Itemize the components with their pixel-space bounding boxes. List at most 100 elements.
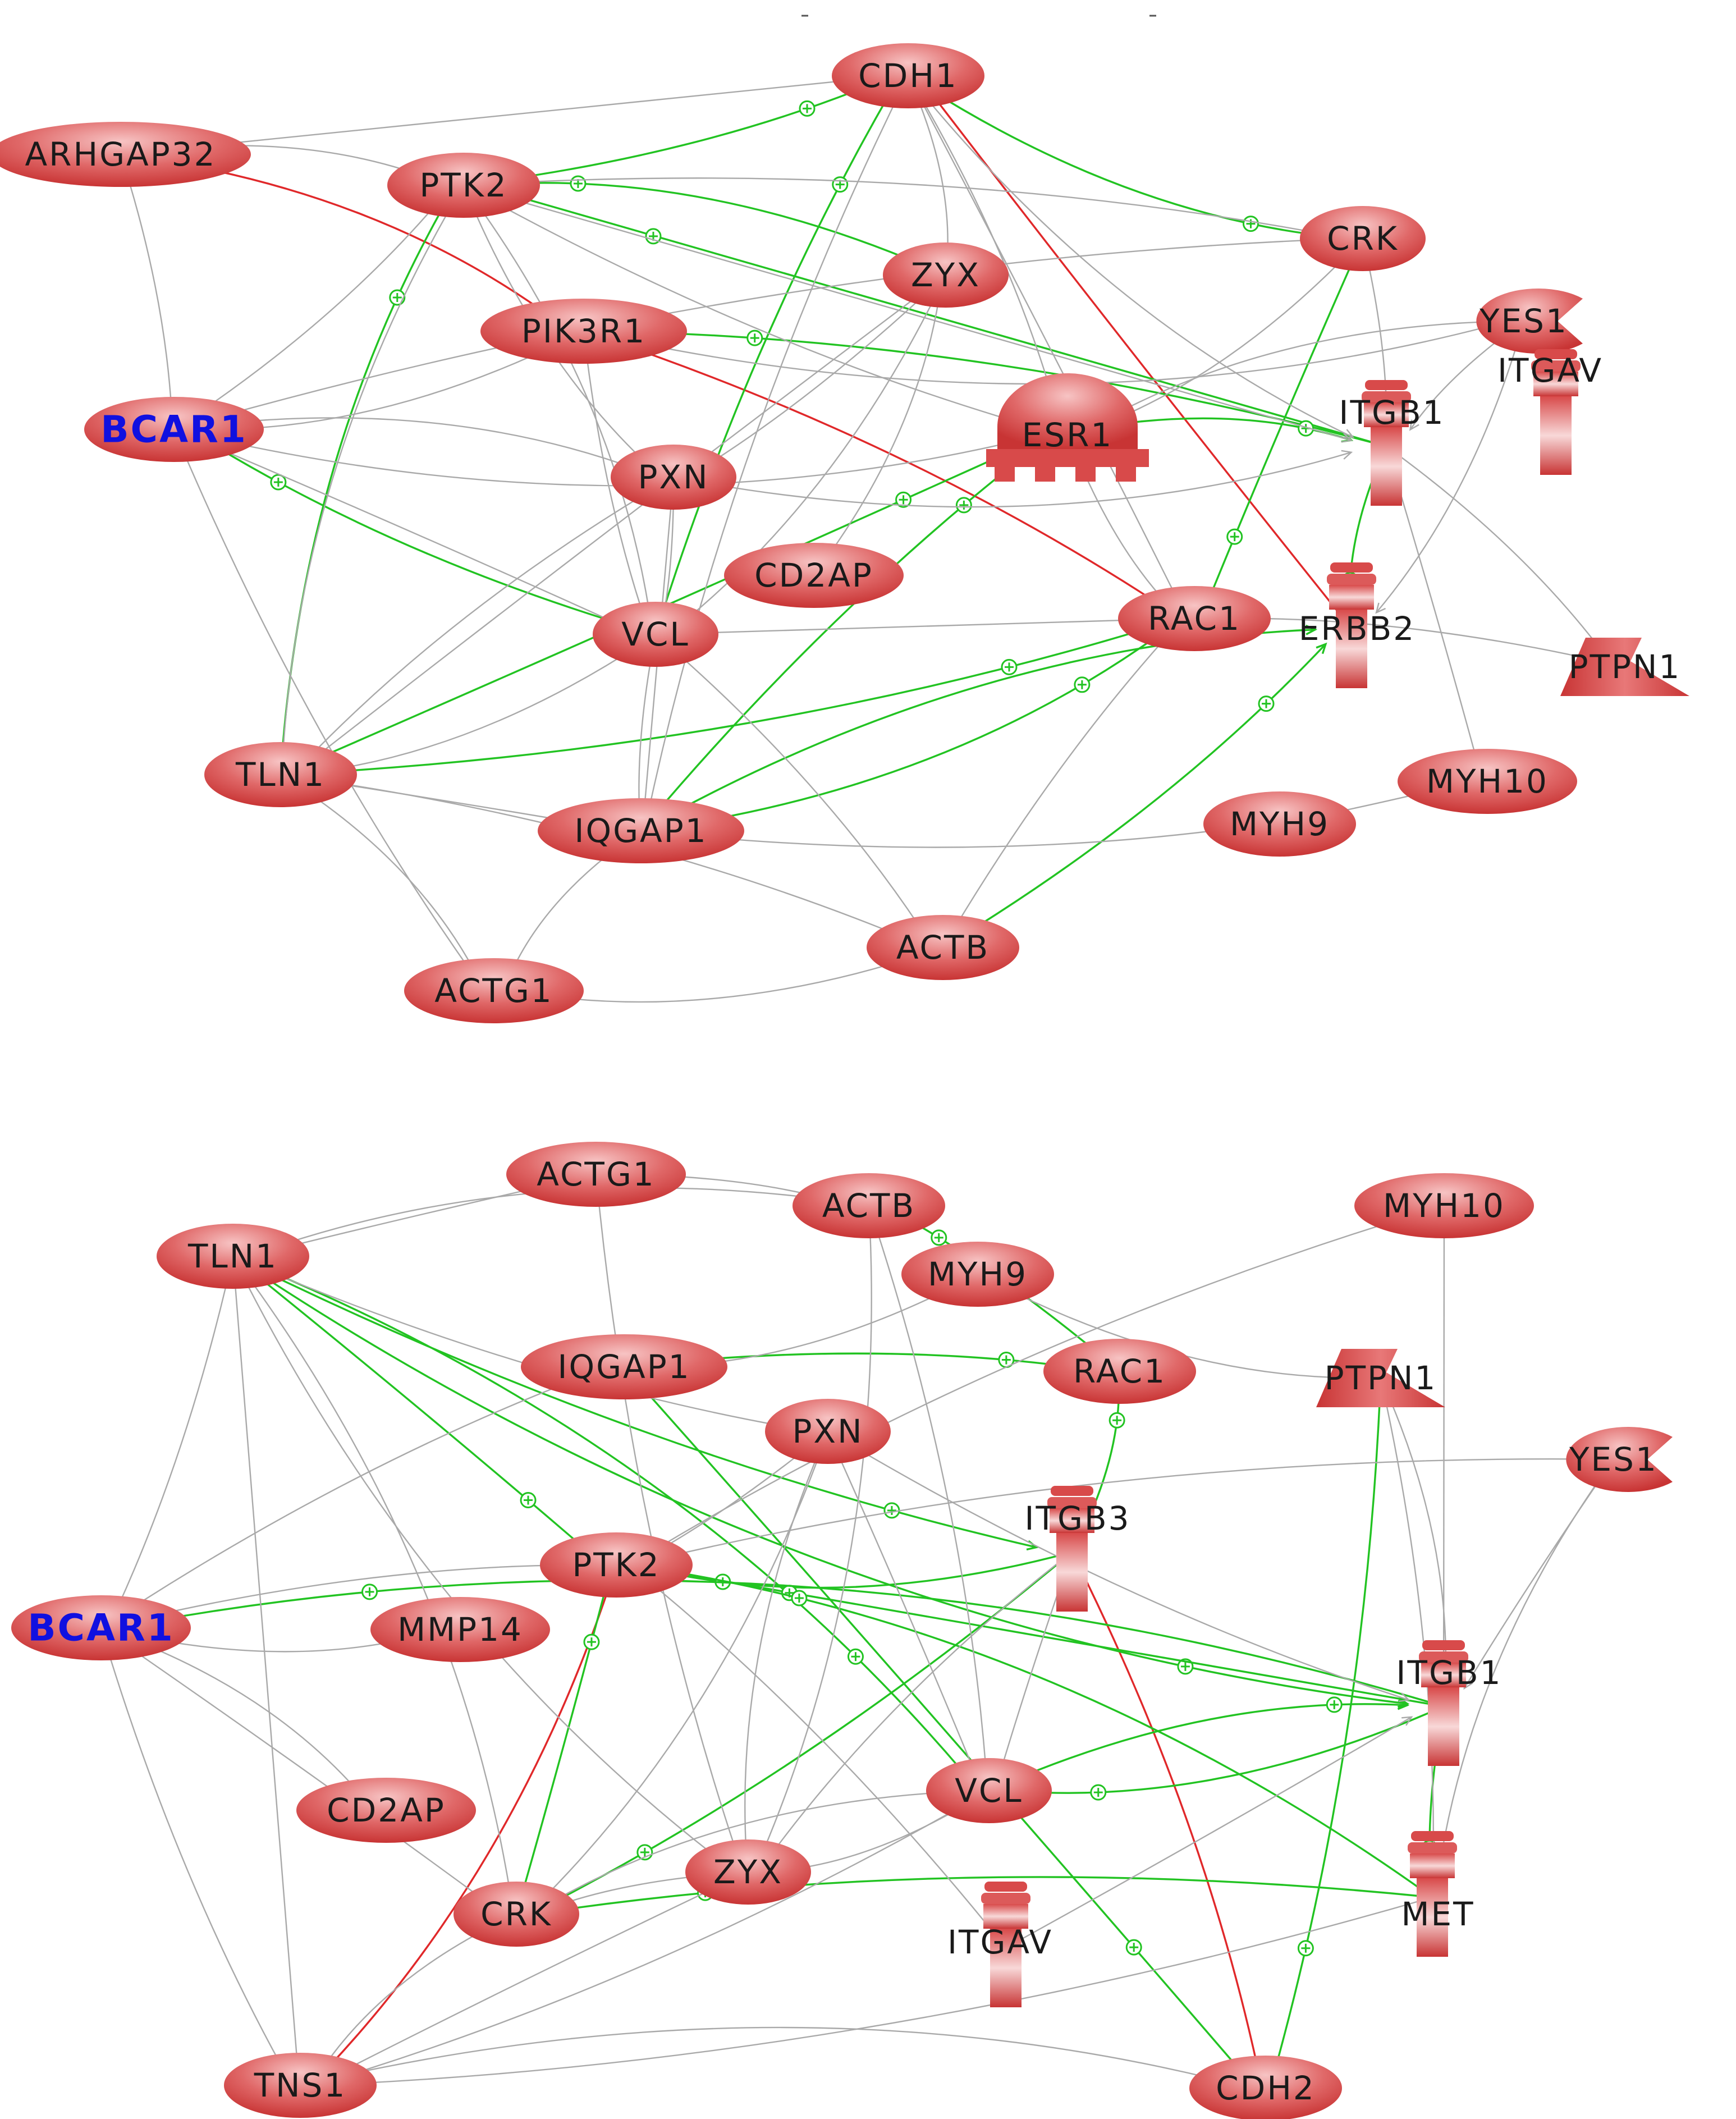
node-label: MYH9 (928, 1255, 1028, 1293)
node-myh10-top[interactable]: MYH10 (1398, 749, 1577, 814)
node-cdh2-bottom[interactable]: CDH2 (1189, 2056, 1342, 2119)
node-shape-receptor (1531, 349, 1581, 475)
edge-tln1-ptk2-plus-marker (520, 1492, 537, 1509)
node-zyx-top[interactable]: ZYX (883, 242, 1009, 308)
edge-tln1-itgb3-plus-marker (883, 1502, 900, 1519)
node-shape-ellipse (685, 1839, 811, 1905)
node-iqgap1-bottom[interactable]: IQGAP1 (521, 1334, 727, 1399)
node-erbb2-top[interactable]: ERBB2 (1299, 562, 1416, 688)
node-shape-receptor (1362, 380, 1411, 506)
node-pxn-bottom[interactable]: PXN (765, 1399, 891, 1464)
node-itgb1-bottom[interactable]: ITGB1 (1396, 1640, 1502, 1766)
node-cd2ap-top[interactable]: CD2AP (724, 543, 904, 608)
node-yes1-top[interactable]: YES1 (1476, 289, 1583, 354)
node-vcl-bottom[interactable]: VCL (926, 1758, 1052, 1823)
node-shape-cut-ellipse (1476, 289, 1583, 354)
node-met-bottom[interactable]: MET (1401, 1831, 1474, 1957)
node-ptk2-top[interactable]: PTK2 (387, 153, 540, 218)
node-actg1-top[interactable]: ACTG1 (404, 958, 584, 1023)
node-label: MYH10 (1426, 762, 1549, 800)
node-myh9-bottom[interactable]: MYH9 (901, 1242, 1054, 1307)
edge-actb-erbb2 (942, 642, 1327, 949)
node-label: RAC1 (1148, 599, 1241, 638)
node-ptpn1-top[interactable]: PTPN1 (1560, 638, 1689, 696)
edge-zyx-ptk2-plus-marker (570, 175, 587, 192)
node-itgav-top[interactable]: ITGAV (1497, 349, 1603, 475)
node-label: PTPN1 (1325, 1359, 1437, 1397)
node-actg1-bottom[interactable]: ACTG1 (506, 1142, 686, 1207)
node-shape-trapezoid (1316, 1349, 1445, 1407)
node-itgb1-top[interactable]: ITGB1 (1339, 380, 1445, 506)
edge-crk-rac1 (1207, 238, 1364, 601)
node-shape-ellipse (370, 1597, 550, 1662)
node-shape-ellipse (157, 1224, 309, 1289)
node-ptpn1-bottom[interactable]: PTPN1 (1316, 1349, 1445, 1407)
node-label: ITGB3 (1024, 1499, 1130, 1537)
edge-vcl-itgb1-plus-marker (1326, 1696, 1343, 1713)
node-label: ITGAV (947, 1923, 1053, 1961)
node-arhgap32-top[interactable]: ARHGAP32 (0, 122, 251, 187)
edge-esr1-itgb1-plus-marker (1298, 420, 1314, 437)
edge-cdh1-crk-plus-marker (1242, 216, 1259, 232)
node-mmp14-bottom[interactable]: MMP14 (370, 1597, 550, 1662)
node-cd2ap-bottom[interactable]: CD2AP (296, 1778, 476, 1843)
node-shape-ellipse (1043, 1339, 1196, 1404)
edge-vcl-itgb1 (988, 1696, 1409, 1792)
node-actb-bottom[interactable]: ACTB (793, 1173, 945, 1238)
node-label: RAC1 (1073, 1352, 1166, 1390)
node-iqgap1-top[interactable]: IQGAP1 (538, 798, 744, 863)
node-cdh1-top[interactable]: CDH1 (832, 43, 984, 108)
node-bcar1-top[interactable]: BCAR1 (84, 397, 264, 462)
node-itgav-bottom[interactable]: ITGAV (947, 1882, 1053, 2007)
node-tns1-bottom[interactable]: TNS1 (224, 2053, 377, 2118)
edge-itgb1-pik3r1-plus-marker (746, 329, 763, 346)
node-label: BCAR1 (28, 1607, 175, 1650)
node-pxn-top[interactable]: PXN (611, 445, 736, 510)
node-shape-ellipse (506, 1142, 686, 1207)
node-shape-ellipse (0, 122, 251, 187)
node-shape-ellipse (84, 397, 264, 462)
node-tln1-bottom[interactable]: TLN1 (157, 1224, 309, 1289)
edge-crk-ptk2-plus-marker (583, 1633, 600, 1650)
node-shape-ellipse (204, 742, 357, 807)
node-shape-ellipse (765, 1399, 891, 1464)
edge-pxn-itgb1 (827, 1430, 1410, 1702)
node-label: CRK (1327, 219, 1399, 258)
node-bcar1-bottom[interactable]: BCAR1 (11, 1595, 191, 1660)
node-label: PXN (792, 1412, 863, 1450)
edge-itgb1-vcl-plus-marker (1090, 1784, 1107, 1801)
node-shape-ellipse (901, 1242, 1054, 1307)
node-crk-bottom[interactable]: CRK (454, 1882, 579, 1947)
node-zyx-bottom[interactable]: ZYX (685, 1839, 811, 1905)
node-label: CRK (480, 1895, 552, 1933)
node-yes1-bottom[interactable]: YES1 (1566, 1427, 1673, 1492)
node-rac1-top[interactable]: RAC1 (1118, 586, 1271, 651)
node-shape-ellipse (1189, 2056, 1342, 2119)
node-esr1-top[interactable]: ESR1 (986, 373, 1149, 482)
node-shape-ellipse (832, 43, 984, 108)
node-label: PIK3R1 (521, 312, 646, 350)
node-actb-top[interactable]: ACTB (867, 915, 1019, 980)
edge-crk-rac1-plus-marker (1226, 528, 1243, 545)
node-crk-top[interactable]: CRK (1300, 206, 1426, 271)
node-shape-ellipse (867, 915, 1019, 980)
node-tln1-top[interactable]: TLN1 (204, 742, 357, 807)
node-label: ESR1 (1022, 416, 1114, 454)
node-label: PTPN1 (1569, 648, 1682, 686)
node-label: ITGAV (1497, 351, 1603, 390)
node-myh10-bottom[interactable]: MYH10 (1354, 1173, 1534, 1238)
node-myh9-top[interactable]: MYH9 (1203, 791, 1356, 857)
node-pik3r1-top[interactable]: PIK3R1 (480, 299, 687, 364)
node-shape-ellipse (1398, 749, 1577, 814)
node-vcl-top[interactable]: VCL (593, 602, 718, 667)
node-rac1-bottom[interactable]: RAC1 (1043, 1339, 1196, 1404)
edge-ptk2-cdh1-plus-marker (799, 100, 816, 117)
node-shape-ellipse (1118, 586, 1271, 651)
node-ptk2-bottom[interactable]: PTK2 (540, 1532, 693, 1598)
node-itgb3-bottom[interactable]: ITGB3 (1024, 1486, 1130, 1612)
node-label: ITGB1 (1339, 393, 1445, 432)
node-shape-ellipse (724, 543, 904, 608)
node-label: IQGAP1 (574, 812, 707, 850)
